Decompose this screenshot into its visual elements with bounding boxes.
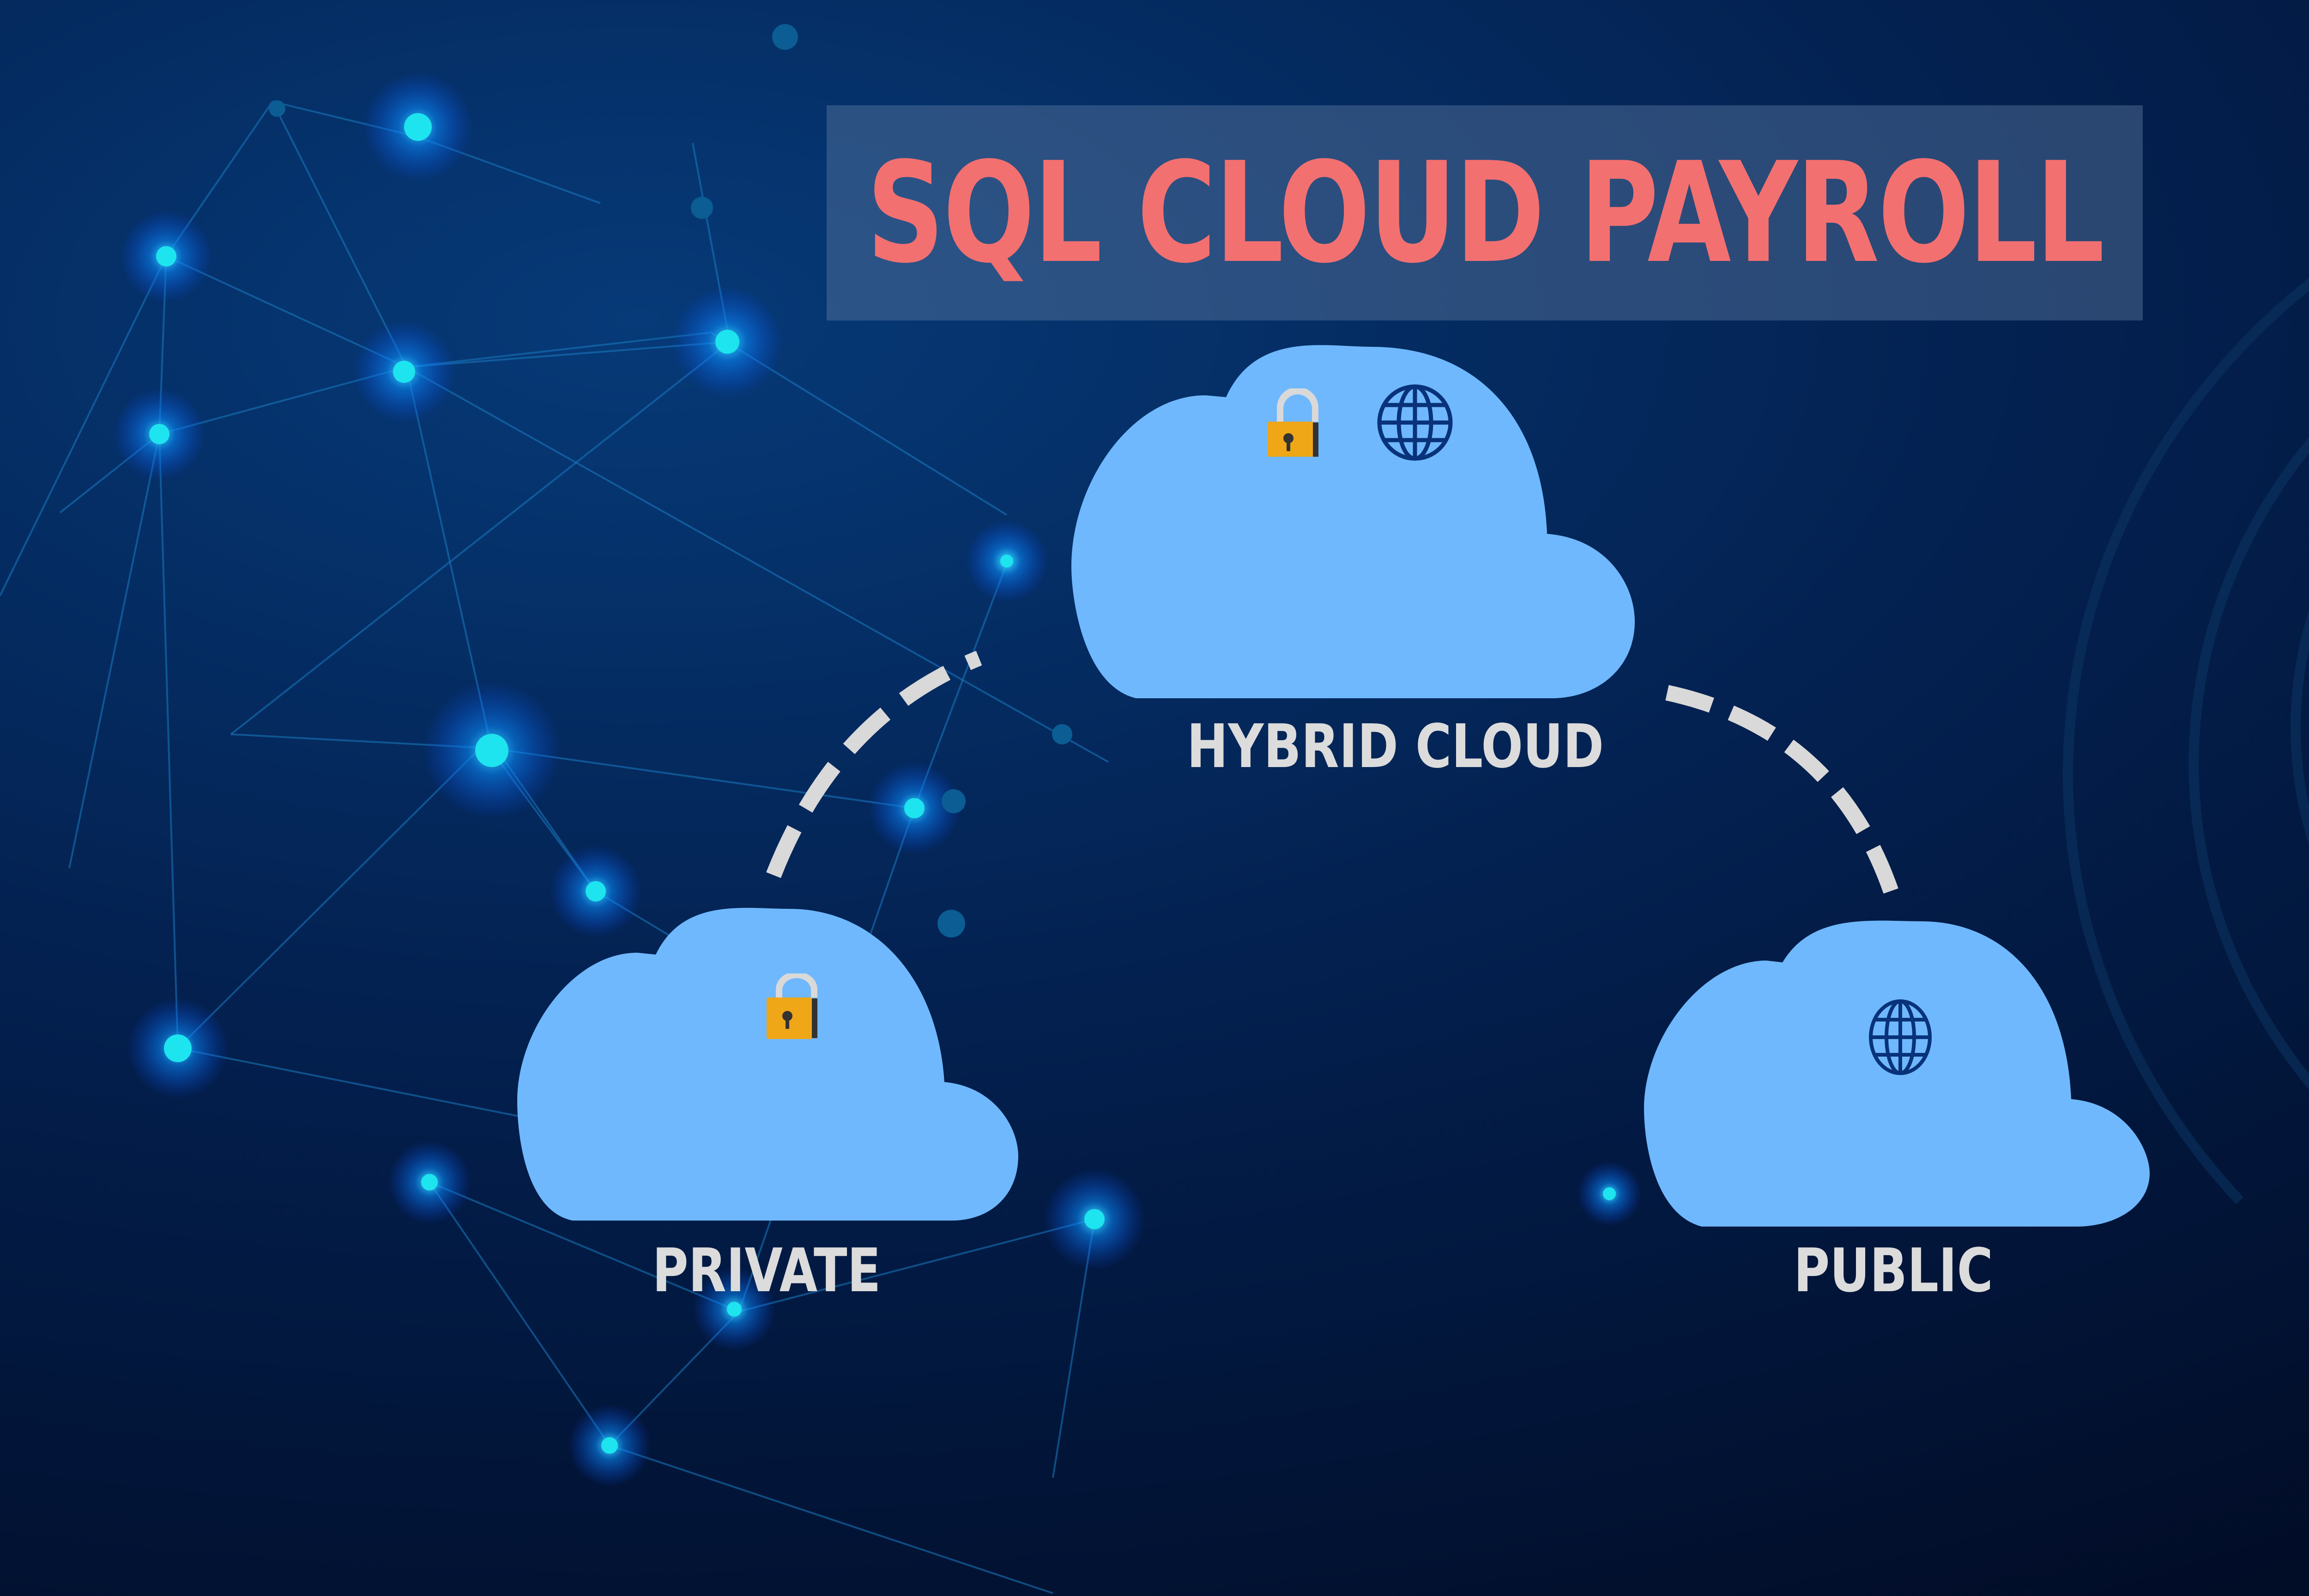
label-private: PRIVATE	[652, 1235, 881, 1306]
cloud-hybrid	[1067, 345, 1639, 700]
globe-icon	[1377, 384, 1453, 461]
cloud-public	[1642, 914, 2150, 1228]
lock-icon	[767, 973, 817, 1039]
circuit-arcs	[2063, 278, 2309, 1204]
title-banner: SQL CLOUD PAYROLL	[827, 105, 2143, 320]
label-public: PUBLIC	[1794, 1235, 1993, 1306]
lock-icon	[1268, 388, 1318, 457]
cloud-shape	[517, 907, 1018, 1221]
dashed-connector-private-hybrid	[766, 651, 982, 878]
page-title: SQL CLOUD PAYROLL	[866, 132, 2104, 294]
cloud-shape	[1071, 345, 1635, 698]
dashed-connector-hybrid-public	[1665, 685, 1901, 901]
cloud-private	[513, 907, 1021, 1223]
label-hybrid-cloud: HYBRID CLOUD	[1187, 711, 1604, 781]
network-nodes	[113, 24, 1642, 1487]
globe-icon	[1869, 999, 1932, 1075]
